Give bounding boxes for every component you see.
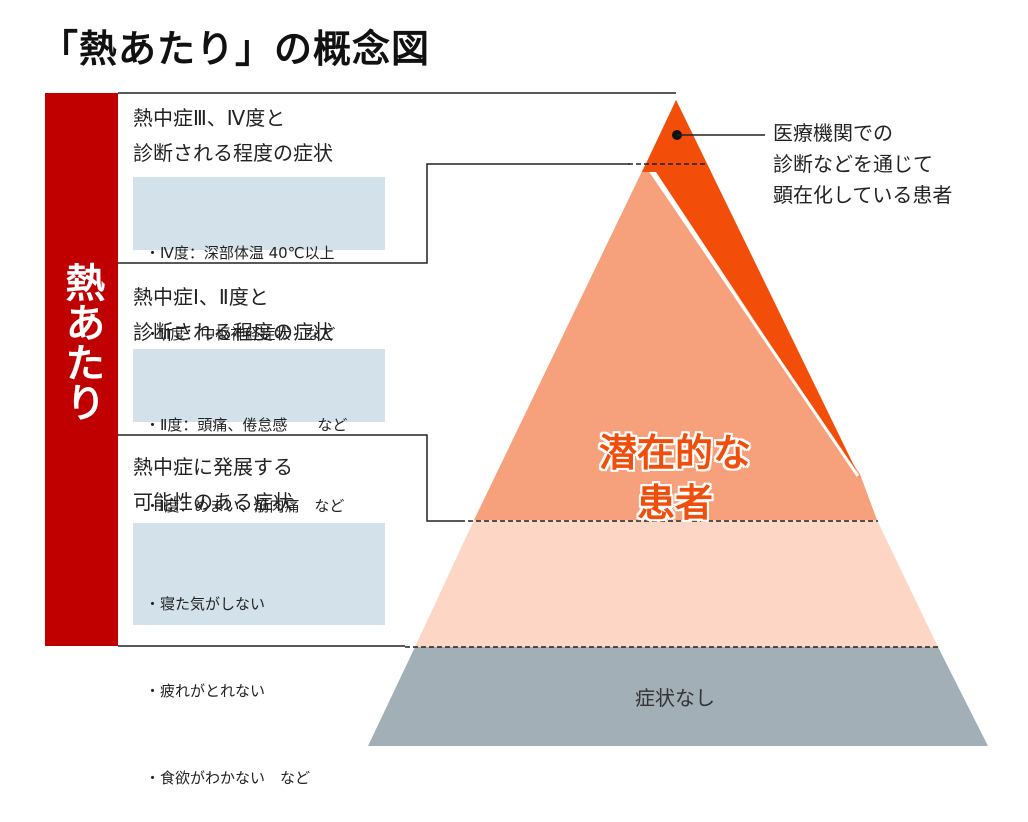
pyramid-tip-diagnosed bbox=[650, 100, 860, 478]
heading-line: 診断される程度の症状 bbox=[133, 141, 333, 165]
connector-line bbox=[118, 163, 630, 264]
level-2-examples: ・Ⅱ度：頭痛、倦怠感 など ・Ⅰ度：めまい、筋肉痛 など bbox=[133, 349, 385, 515]
example-item: ・寝た気がしない bbox=[145, 595, 266, 613]
pyramid-latent-upper-region bbox=[474, 163, 877, 520]
heading-line: 熱中症Ⅲ、Ⅳ度と bbox=[133, 106, 286, 130]
latent-patients-label: 潜在的な 患者 bbox=[560, 428, 790, 528]
example-item: ・疲れがとれない bbox=[145, 682, 266, 700]
heading-line: 熱中症に発展する bbox=[133, 455, 293, 479]
pyramid-base-band bbox=[368, 647, 988, 746]
callout-line-text: 顕在化している患者 bbox=[773, 183, 953, 207]
no-symptoms-label: 症状なし bbox=[635, 686, 715, 710]
level-3-examples: ・寝た気がしない ・疲れがとれない ・食欲がわかない など bbox=[133, 523, 385, 787]
side-label-text: 熱あたり bbox=[58, 262, 105, 422]
tip-separator bbox=[645, 165, 860, 477]
level-3-heading: 熱中症に発展する 可能性のある症状 bbox=[133, 450, 293, 520]
example-item: ・食欲がわかない など bbox=[145, 769, 311, 787]
heading-line: 診断される程度の症状 bbox=[133, 320, 333, 344]
pyramid-latent-lower-band bbox=[415, 520, 938, 647]
example-item: ・Ⅱ度：頭痛、倦怠感 など bbox=[145, 416, 348, 434]
level-2-heading: 熱中症Ⅰ、Ⅱ度と 診断される程度の症状 bbox=[133, 280, 333, 350]
latent-label-line: 患者 bbox=[636, 481, 713, 525]
callout-text: 医療機関での 診断などを通じて 顕在化している患者 bbox=[773, 118, 952, 211]
heading-line: 熱中症Ⅰ、Ⅱ度と bbox=[133, 285, 269, 309]
page-title: 「熱あたり」の概念図 bbox=[40, 27, 431, 71]
level-1-examples: ・Ⅳ度：深部体温 40℃以上 ・Ⅲ度：中枢神経症状 など bbox=[133, 177, 385, 343]
example-item: ・Ⅰ度：めまい、筋肉痛 など bbox=[145, 497, 345, 515]
example-item: ・Ⅲ度：中枢神経症状 など bbox=[145, 325, 336, 343]
connector-line bbox=[118, 434, 460, 522]
callout-line-text: 医療機関での bbox=[773, 121, 893, 145]
latent-label-line: 潜在的な bbox=[598, 431, 751, 475]
pyramid-diagram bbox=[118, 92, 988, 746]
side-label: 熱あたり bbox=[45, 262, 118, 422]
level-1-heading: 熱中症Ⅲ、Ⅳ度と 診断される程度の症状 bbox=[133, 101, 333, 171]
example-item: ・Ⅳ度：深部体温 40℃以上 bbox=[145, 244, 335, 262]
side-bar bbox=[45, 93, 118, 646]
callout-line-text: 診断などを通じて bbox=[773, 152, 933, 176]
heading-line: 可能性のある症状 bbox=[133, 490, 293, 514]
